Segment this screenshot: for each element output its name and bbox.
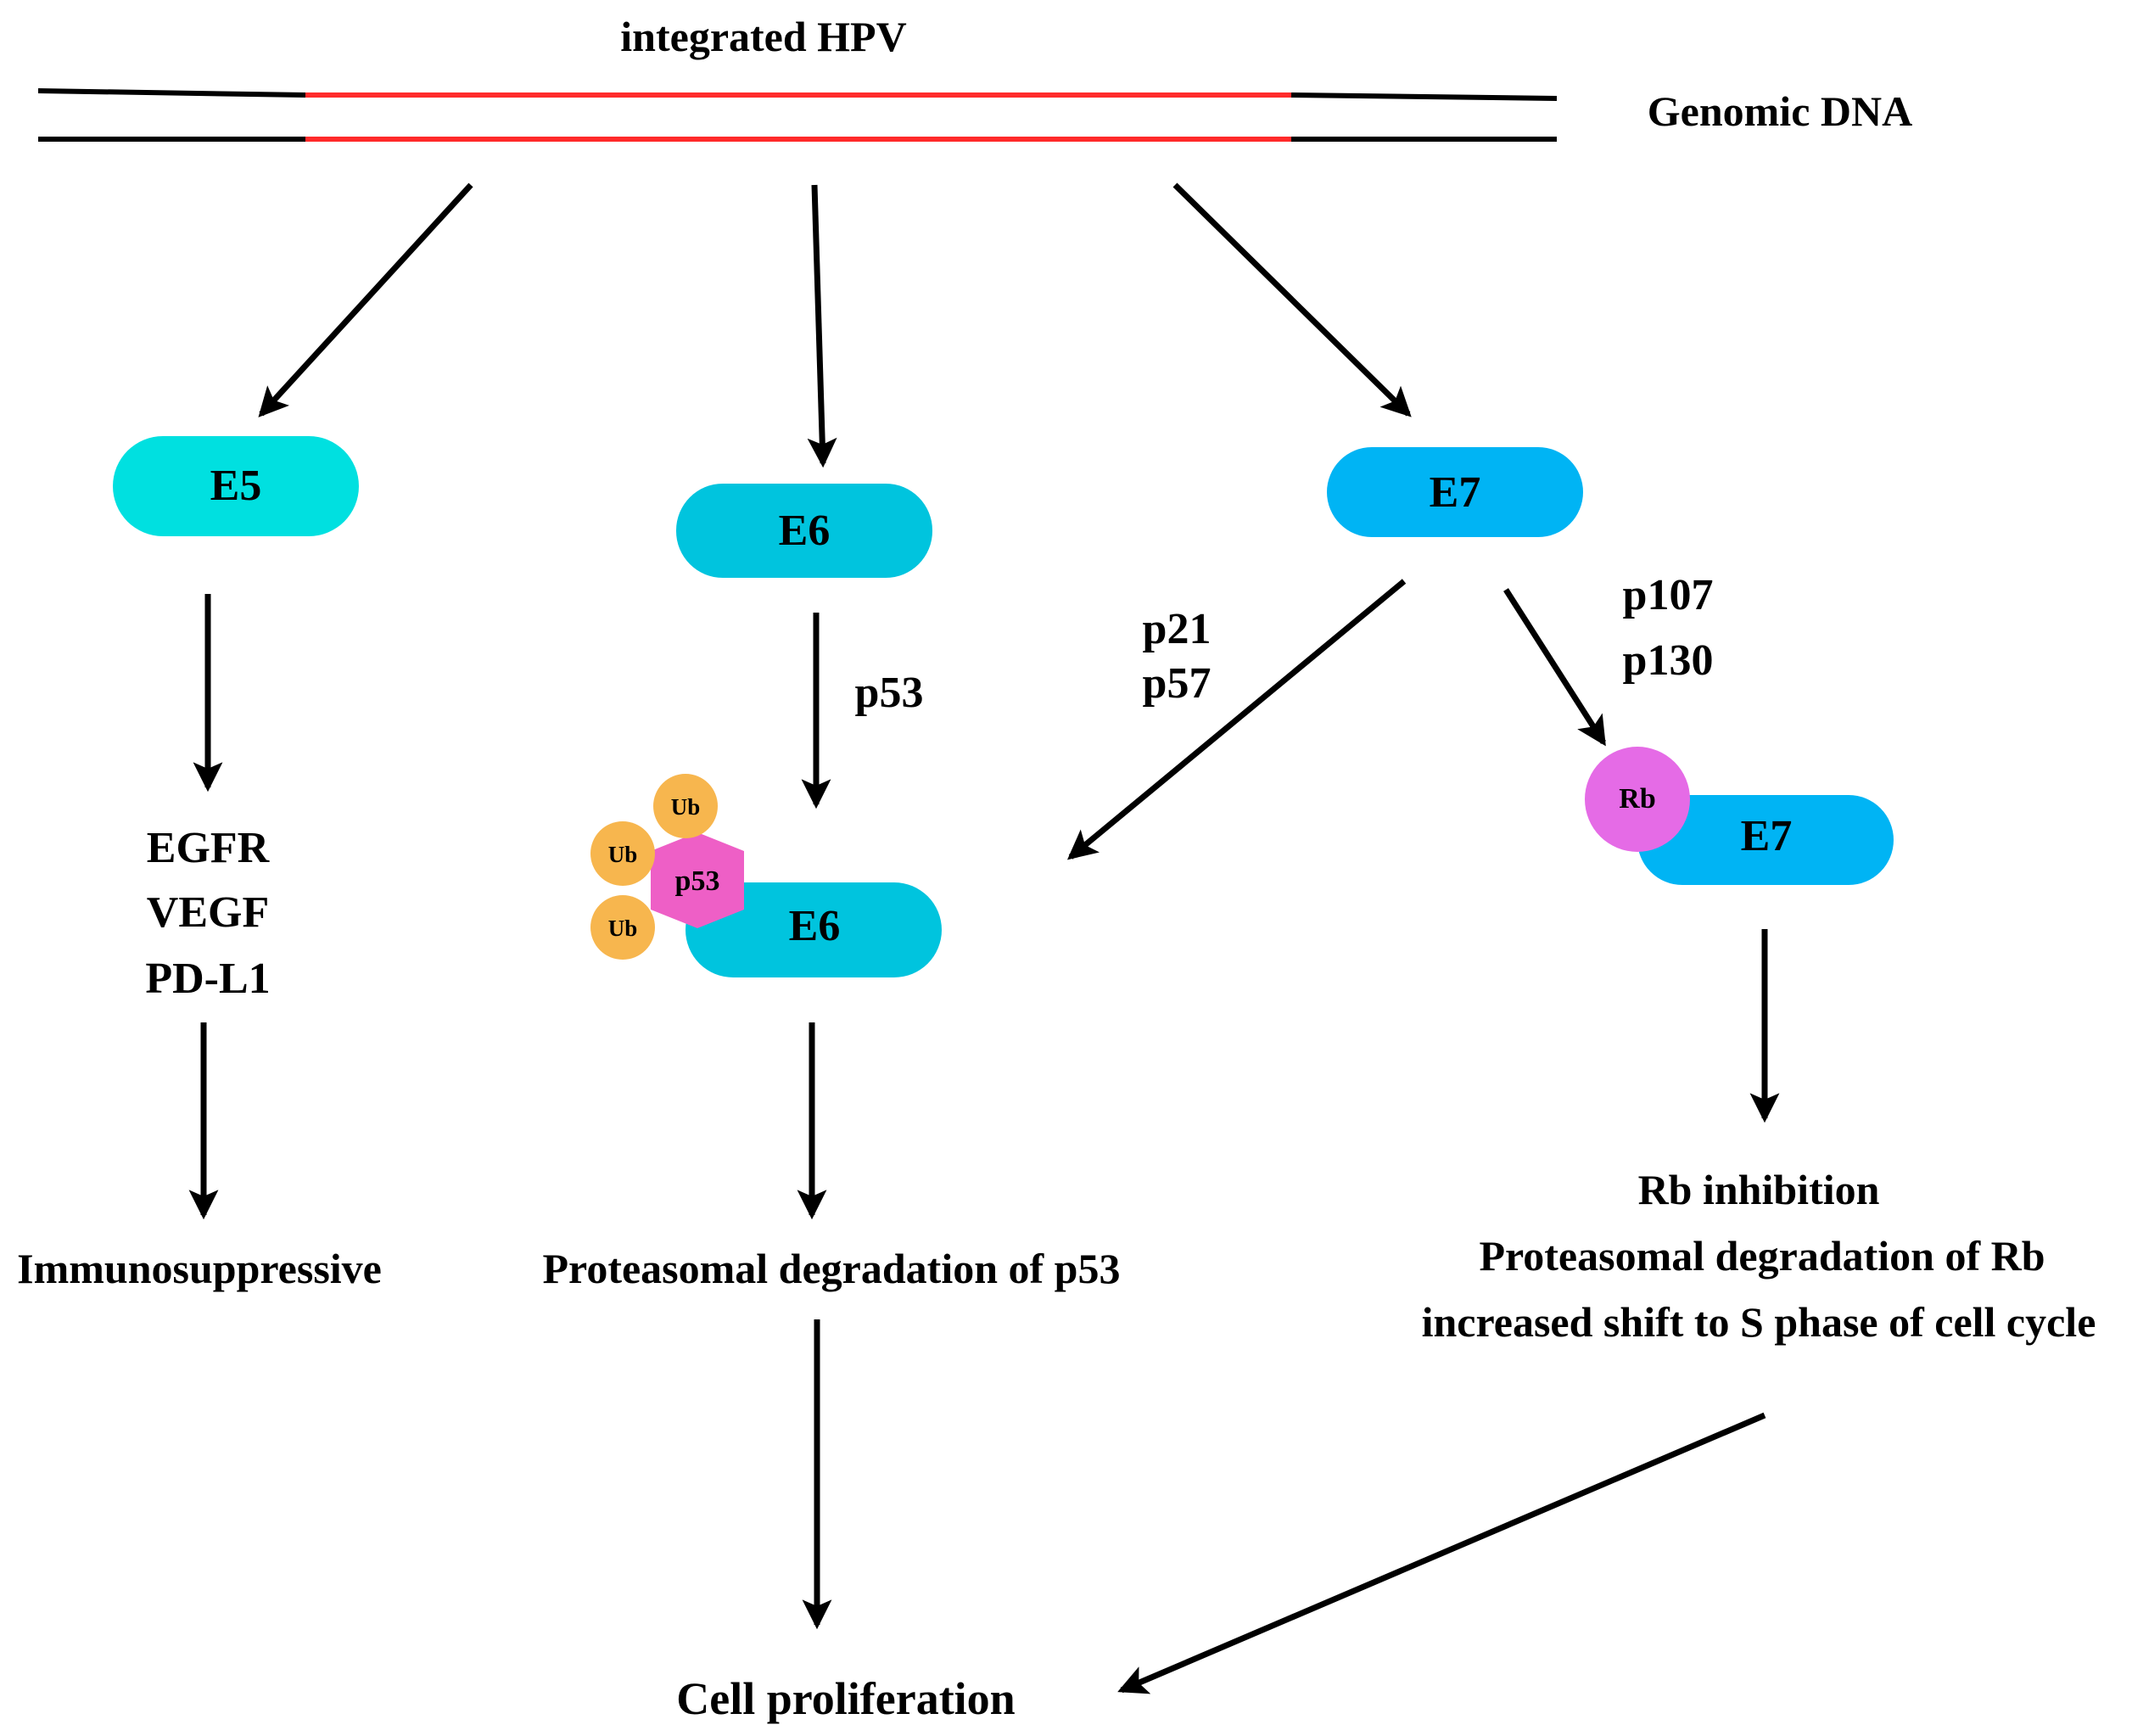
cell-proliferation-outcome: Cell proliferation [676, 1673, 1015, 1724]
p53-hexagon [651, 832, 744, 928]
e5-label: E5 [210, 462, 262, 510]
rb-degradation: Proteasomal degradation of Rb [1479, 1232, 2045, 1280]
cdk-inhibitor-labels: p21 p57 [1143, 605, 1211, 708]
e7-label: E7 [1430, 468, 1481, 517]
arrow-dna-to-e6 [807, 184, 837, 468]
arrow-e7-to-e6-complex [1066, 579, 1407, 860]
ub-circle-top [653, 774, 718, 838]
complex-e6 [685, 882, 942, 977]
genomic-dna [37, 88, 1558, 142]
ub-label-middle: Ub [608, 842, 638, 867]
e7-protein: E7 [1327, 447, 1583, 537]
integrated-hpv-label: integrated HPV [620, 13, 906, 60]
rb-e7-complex: E7 Rb [1585, 747, 1894, 885]
ub-label-top: Ub [671, 794, 701, 820]
e5-protein: E5 [113, 436, 359, 536]
complex-e7-label: E7 [1741, 812, 1793, 860]
complex-e7 [1637, 795, 1894, 885]
rb-inhibition: Rb inhibition [1638, 1166, 1880, 1213]
p21-label: p21 [1143, 605, 1211, 653]
arrow-dna-to-e5 [258, 182, 473, 417]
arrow-dna-to-e7 [1172, 182, 1412, 417]
target-egfr: EGFR [147, 824, 271, 872]
p53-hexagon-label: p53 [675, 865, 720, 897]
p53-degradation-outcome: Proteasomal degradation of p53 [543, 1245, 1121, 1292]
pocket-protein-labels: p107 p130 [1623, 571, 1714, 685]
e6-label: E6 [779, 507, 831, 555]
target-pd-l1: PD-L1 [145, 955, 270, 1003]
rb-circle-label: Rb [1619, 783, 1655, 815]
dna-top-right-host [1290, 92, 1558, 101]
ub-circle-bottom [590, 895, 655, 960]
e6-protein: E6 [676, 484, 932, 578]
p53-substrate-label: p53 [855, 669, 924, 717]
e6-p53-ub-complex: E6 p53 Ub Ub Ub [590, 774, 942, 977]
p107-label: p107 [1623, 571, 1714, 619]
immunosuppressive-outcome: Immunosuppressive [17, 1245, 382, 1292]
rb-outcomes: Rb inhibition Proteasomal degradation of… [1422, 1166, 2096, 1346]
target-vegf: VEGF [147, 888, 269, 937]
p130-label: p130 [1623, 636, 1714, 685]
genomic-dna-label: Genomic DNA [1648, 87, 1912, 135]
ub-label-bottom: Ub [608, 916, 638, 941]
arrow-e7-to-rb-complex [1503, 588, 1606, 747]
ub-circle-middle [590, 821, 655, 886]
e5-targets: EGFR VEGF PD-L1 [145, 824, 270, 1003]
arrow-rb-outcomes-to-proliferation [1117, 1412, 1766, 1694]
s-phase-shift: increased shift to S phase of cell cycle [1422, 1298, 2096, 1346]
p57-label: p57 [1143, 659, 1211, 708]
rb-circle [1585, 747, 1690, 852]
complex-e6-label: E6 [789, 902, 841, 950]
dna-top-left-host [37, 88, 306, 98]
